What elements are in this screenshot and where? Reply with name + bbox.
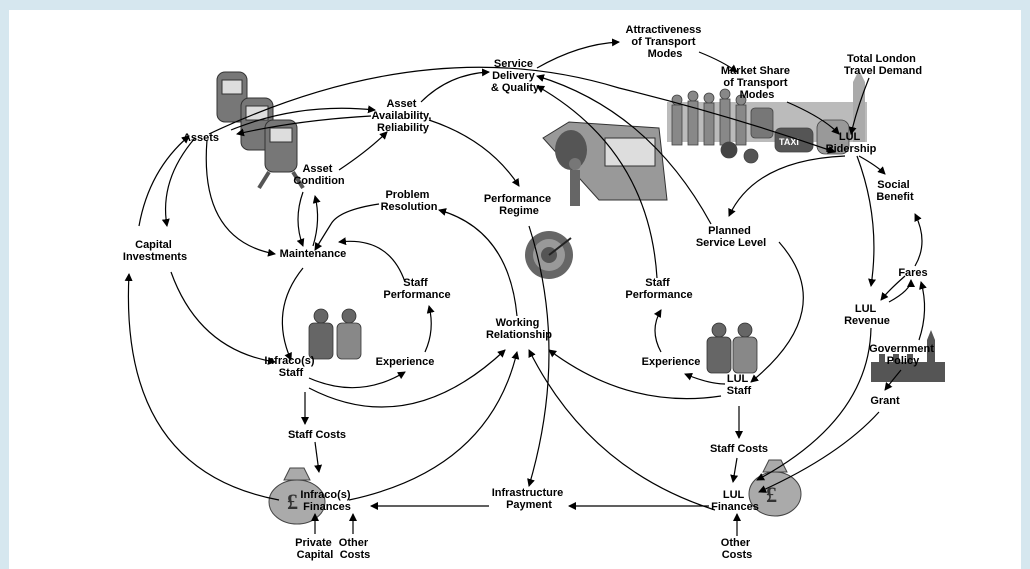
node-working-relationship: Working Relationship bbox=[486, 317, 552, 341]
node-asset-availability: Asset Availability, Reliability bbox=[372, 98, 435, 134]
node-other-costs-right: Other Costs bbox=[721, 537, 753, 561]
node-market-share: Market Share of Transport Modes bbox=[721, 65, 793, 101]
node-social-benefit: Social Benefit bbox=[876, 179, 914, 203]
node-infraco-finances: Infraco(s) Finances bbox=[300, 489, 353, 513]
node-staff-costs-left: Staff Costs bbox=[288, 429, 346, 441]
node-grant: Grant bbox=[870, 395, 900, 407]
node-fares: Fares bbox=[898, 267, 927, 279]
node-government-policy: Government Policy bbox=[869, 343, 937, 367]
node-assets: Assets bbox=[183, 132, 219, 144]
causal-loop-diagram: TAXI £ £ bbox=[123, 24, 945, 561]
parliament-icon bbox=[871, 330, 945, 382]
node-staff-costs-right: Staff Costs bbox=[710, 443, 768, 455]
node-planned-service-level: Planned Service Level bbox=[696, 225, 766, 249]
node-staff-performance-left: Staff Performance bbox=[383, 277, 450, 301]
diagram-frame: TAXI £ £ bbox=[9, 10, 1021, 569]
node-service-delivery: Service Delivery & Quality bbox=[491, 58, 540, 94]
commuters-crowd-icon: TAXI bbox=[667, 70, 867, 164]
node-capital-investments: Capital Investments bbox=[123, 239, 187, 263]
node-infrastructure-payment: Infrastructure Payment bbox=[492, 487, 567, 511]
construction-workers-icon bbox=[308, 308, 362, 360]
target-dart-icon bbox=[525, 231, 573, 279]
node-other-costs-left: Other Costs bbox=[339, 537, 371, 561]
node-maintenance: Maintenance bbox=[280, 248, 347, 260]
svg-text:£: £ bbox=[287, 489, 298, 514]
node-private-capital: Private Capital bbox=[295, 537, 335, 561]
money-bag-icon-right: £ bbox=[748, 459, 802, 517]
node-experience-right: Experience bbox=[642, 356, 701, 368]
svg-text:TAXI: TAXI bbox=[779, 137, 799, 147]
svg-text:£: £ bbox=[766, 482, 777, 507]
construction-workers-icon-right bbox=[706, 322, 758, 374]
node-problem-resolution: Problem Resolution bbox=[381, 189, 438, 213]
node-lul-finances: LUL Finances bbox=[711, 489, 759, 513]
node-lul-staff: LUL Staff bbox=[727, 373, 752, 397]
node-lul-revenue: LUL Revenue bbox=[844, 303, 890, 327]
node-asset-condition: Asset Condition bbox=[293, 163, 345, 187]
node-experience-left: Experience bbox=[376, 356, 435, 368]
causal-links bbox=[124, 38, 927, 536]
node-attractiveness: Attractiveness of Transport Modes bbox=[626, 24, 705, 60]
node-total-london: Total London Travel Demand bbox=[844, 53, 922, 77]
node-staff-performance-right: Staff Performance bbox=[625, 277, 692, 301]
node-lul-ridership: LUL Ridership bbox=[826, 131, 877, 155]
node-performance-regime: Performance Regime bbox=[484, 193, 554, 217]
node-infraco-staff: Infraco(s) Staff bbox=[264, 355, 317, 379]
train-icon bbox=[216, 71, 305, 190]
tube-train-icon bbox=[542, 121, 668, 206]
